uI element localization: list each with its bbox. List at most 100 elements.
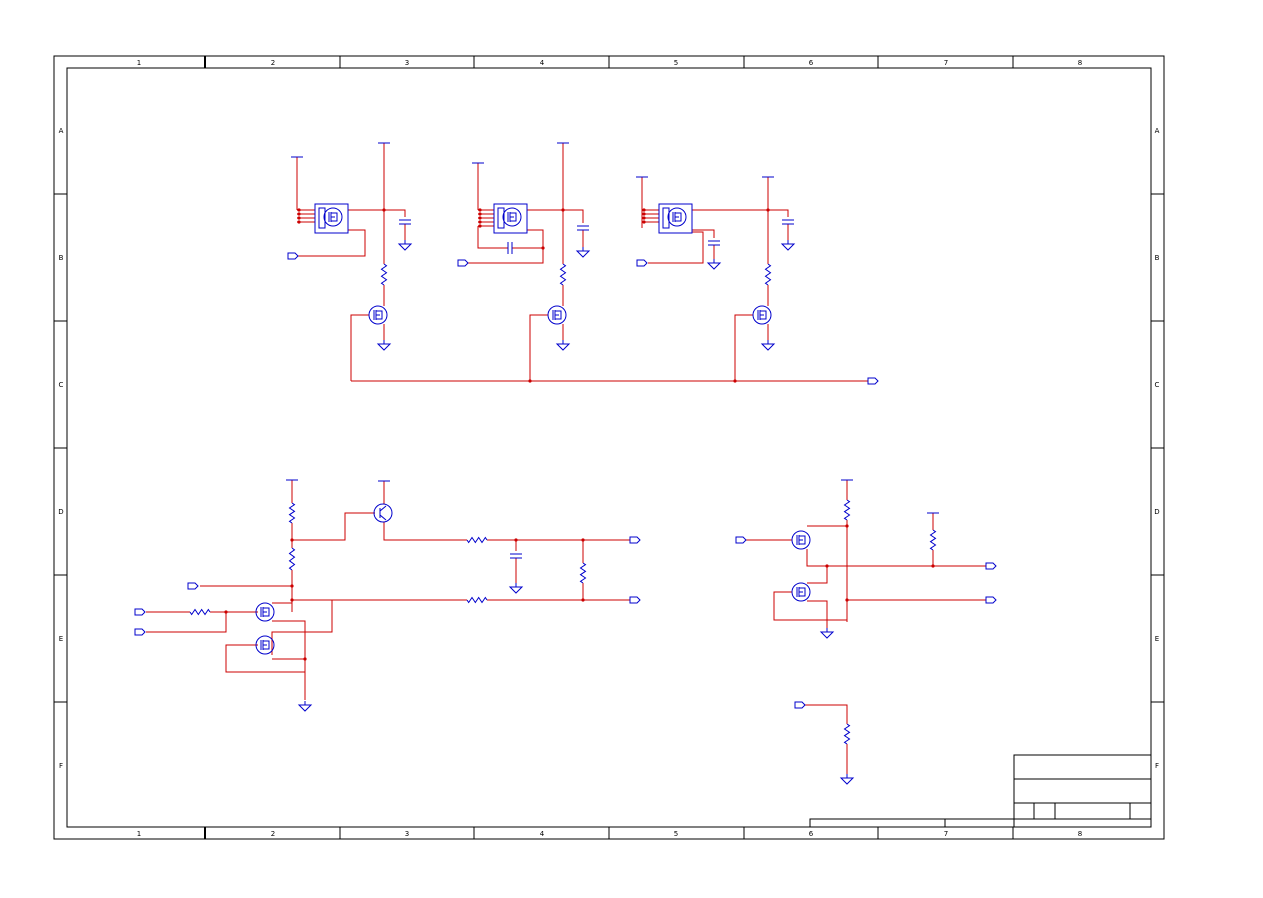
ic-package <box>493 203 528 234</box>
row-label-right-d: D <box>1154 508 1159 516</box>
column-label-bottom-6: 6 <box>809 830 814 838</box>
wire <box>807 600 828 628</box>
output-port-flag <box>985 562 997 570</box>
row-label-left-d: D <box>58 508 63 516</box>
wire <box>272 620 306 700</box>
junction-dot <box>766 208 770 212</box>
row-label-left-b: B <box>59 254 64 262</box>
junction-dot <box>528 379 532 383</box>
ic-package <box>658 203 693 234</box>
column-label-top-1: 1 <box>137 59 141 67</box>
junction-dot <box>642 220 646 224</box>
junction-dot <box>561 208 565 212</box>
column-label-top-5: 5 <box>674 59 678 67</box>
resistor <box>843 499 851 521</box>
row-label-right-e: E <box>1155 635 1159 643</box>
wire <box>773 591 847 621</box>
ground-symbol <box>780 240 796 251</box>
column-label-top-3: 3 <box>405 59 409 67</box>
mosfet-transistor <box>255 635 275 655</box>
wire <box>298 229 366 257</box>
wire <box>806 549 986 567</box>
ground-symbol <box>839 774 855 785</box>
bjt-transistor <box>373 503 393 523</box>
ground-symbol <box>819 628 835 639</box>
junction-dot <box>382 208 386 212</box>
input-port-flag <box>287 252 299 260</box>
ground-symbol <box>706 259 722 270</box>
wire <box>529 314 548 381</box>
junction-dot <box>297 212 301 216</box>
column-label-bottom-8: 8 <box>1078 830 1082 838</box>
capacitor <box>510 553 522 559</box>
drawing-frame <box>53 55 1165 840</box>
ground-symbol <box>376 340 392 351</box>
mosfet-transistor <box>547 305 567 325</box>
row-label-right-f: F <box>1155 762 1159 770</box>
output-port-flag <box>867 377 879 385</box>
wire <box>292 512 375 541</box>
output-port-flag <box>629 596 641 604</box>
resistor <box>288 547 296 571</box>
resistor <box>559 263 567 286</box>
junction-dot <box>642 208 646 212</box>
column-label-bottom-1: 1 <box>137 830 141 838</box>
row-label-left-a: A <box>59 127 64 135</box>
input-port-flag <box>134 608 146 616</box>
input-port-flag <box>187 582 199 590</box>
column-dividers <box>204 56 1014 839</box>
input-port-flag <box>735 536 747 544</box>
wire <box>807 566 828 584</box>
column-label-bottom-7: 7 <box>944 830 948 838</box>
column-label-bottom-5: 5 <box>674 830 678 838</box>
row-label-left-e: E <box>59 635 63 643</box>
column-label-bottom-2: 2 <box>271 830 275 838</box>
outer-border <box>53 55 1165 840</box>
row-dividers <box>54 193 1164 703</box>
junction-dot <box>642 212 646 216</box>
junction-dot <box>478 212 482 216</box>
capacitor <box>507 242 513 254</box>
column-label-top-6: 6 <box>809 59 814 67</box>
column-label-top-2: 2 <box>271 59 275 67</box>
junction-dot <box>642 216 646 220</box>
wire <box>383 522 467 541</box>
inner-border <box>66 67 1152 828</box>
junction-dot <box>541 246 545 250</box>
junction-dot <box>825 564 829 568</box>
resistor <box>929 529 937 551</box>
junction-dot <box>297 208 301 212</box>
input-port-flag <box>134 628 146 636</box>
capacitor <box>708 240 720 246</box>
resistor <box>380 263 388 286</box>
junction-dot <box>581 598 585 602</box>
ground-symbol <box>508 583 524 594</box>
wire <box>648 231 704 264</box>
resistor <box>764 263 772 286</box>
mosfet-transistor <box>752 305 772 325</box>
resistor <box>579 562 587 584</box>
junction-dot <box>224 610 228 614</box>
column-label-top-8: 8 <box>1078 59 1082 67</box>
ic-package <box>314 203 349 234</box>
row-label-left-c: C <box>59 381 64 389</box>
wire <box>805 704 848 724</box>
ground-symbol <box>575 247 591 258</box>
mosfet-transistor <box>323 207 343 227</box>
wire <box>692 229 715 238</box>
wire <box>468 229 544 264</box>
junction-dot <box>478 224 482 228</box>
wire <box>692 209 789 217</box>
title-block <box>809 754 1152 828</box>
output-port-flag <box>629 536 641 544</box>
resistor <box>466 596 488 604</box>
ground-symbol <box>297 701 313 712</box>
mosfet-transistor <box>255 602 275 622</box>
junction-dot <box>733 379 737 383</box>
wire <box>527 209 584 223</box>
ground-symbol <box>397 240 413 251</box>
wire <box>146 612 227 633</box>
junction-dot <box>290 584 294 588</box>
resistor <box>843 723 851 745</box>
